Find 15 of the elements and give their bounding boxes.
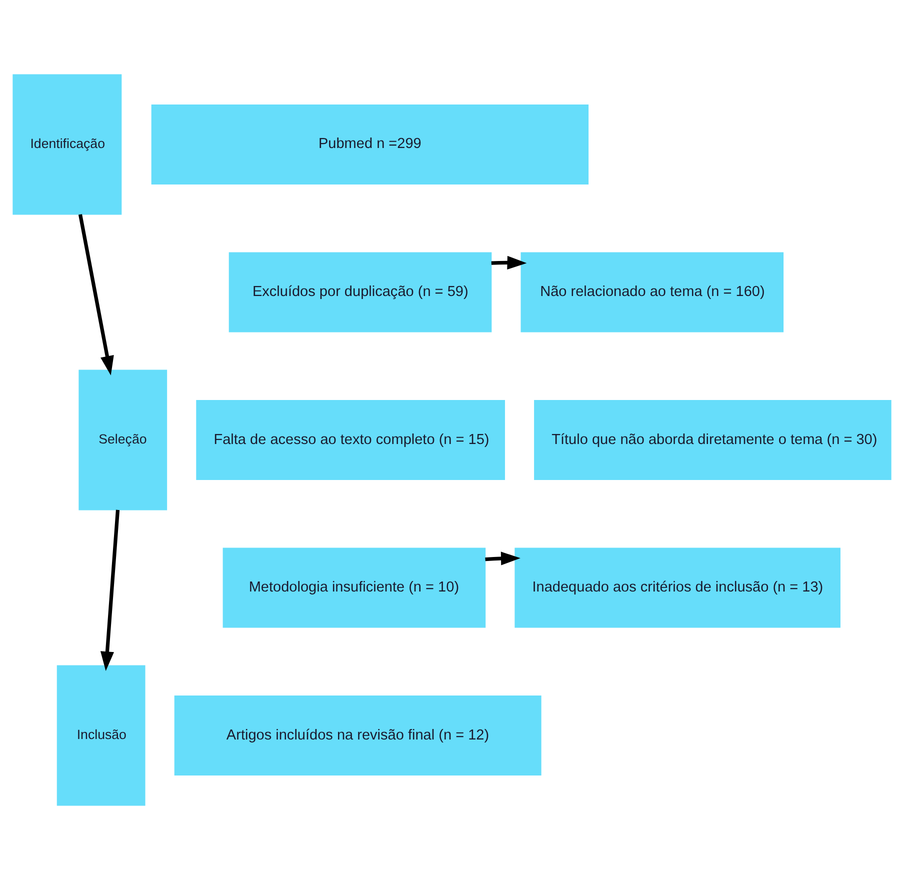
node-box: Não relacionado ao tema (n = 160) — [520, 252, 784, 332]
node-box: Artigos incluídos na revisão final (n = 12) — [174, 696, 542, 776]
arrow — [78, 214, 114, 376]
node-box: Inadequado aos critérios de inclusão (n = 13) — [514, 548, 840, 628]
node-box: Seleção — [78, 370, 168, 510]
node-box: Metodologia insuficiente (n = 10) — [222, 548, 486, 628]
node-box: Pubmed n =299 — [151, 104, 589, 184]
node-box: Identificação — [12, 74, 122, 215]
node-box: Falta de acesso ao texto completo (n = 15) — [196, 400, 505, 480]
arrow — [485, 552, 520, 566]
arrow — [100, 510, 120, 671]
arrow — [491, 256, 527, 270]
node-box: Título que não aborda diretamente o tema (n = 30) — [534, 400, 892, 480]
node-box: Excluídos por duplicação (n = 59) — [228, 252, 492, 332]
node-box: Inclusão — [56, 665, 146, 806]
